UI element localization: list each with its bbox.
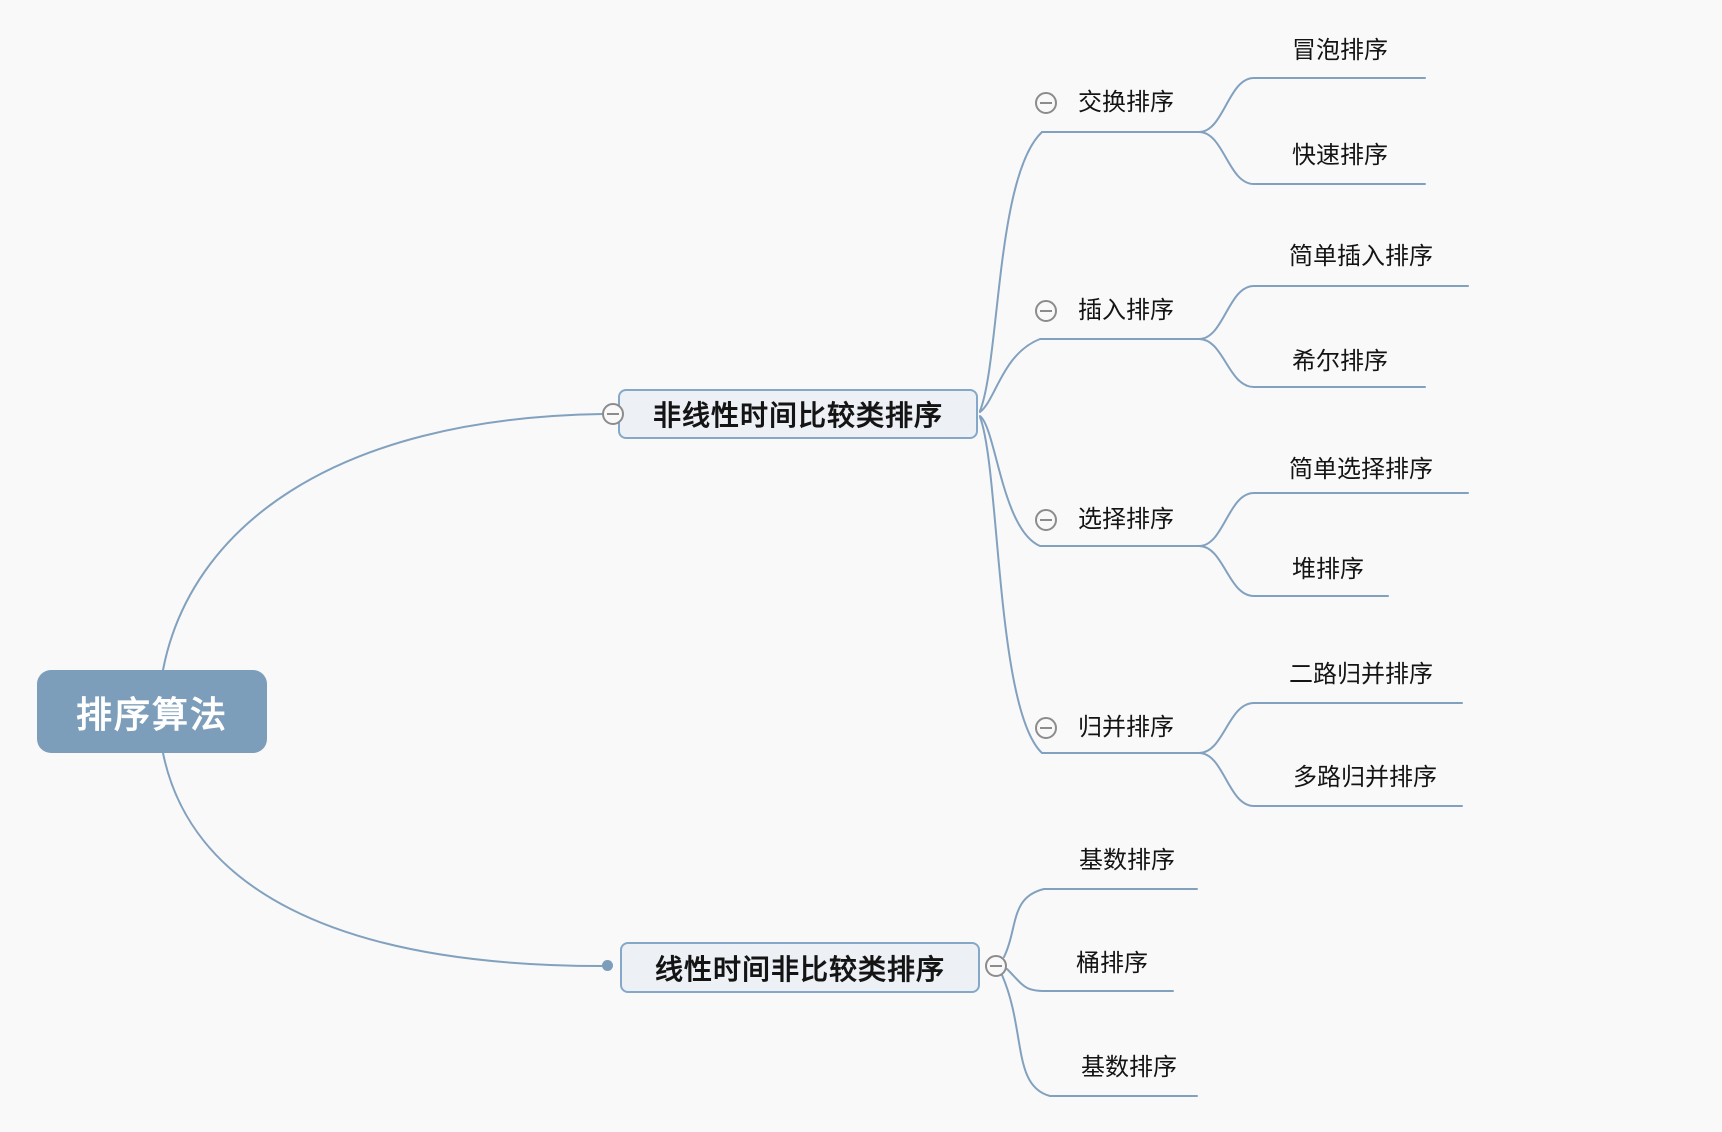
connector-topic-merge [979, 416, 1200, 754]
connector-leaf-heap [1198, 545, 1389, 597]
topic-radix-sort-bottom[interactable]: 基数排序 [1081, 1054, 1177, 1081]
collapse-minus-icon-branch1[interactable] [602, 403, 624, 425]
branch-node-nonlinear-comparison[interactable]: 非线性时间比较类排序 [618, 389, 978, 439]
minus-icon [990, 965, 1002, 967]
minus-icon [607, 413, 619, 415]
leaf-two-way-merge-sort[interactable]: 二路归并排序 [1289, 661, 1433, 688]
minus-icon [1040, 102, 1052, 104]
connector-topic-insert [979, 338, 1200, 413]
connector-topic-bucket [1006, 968, 1174, 992]
connector-leaf-simple-insert [1198, 285, 1469, 340]
topic-bucket-sort[interactable]: 桶排序 [1076, 950, 1148, 977]
topic-select-sort[interactable]: 选择排序 [1078, 506, 1174, 533]
leaf-simple-insert-sort[interactable]: 简单插入排序 [1289, 243, 1433, 270]
connector-leaf-simple-select [1198, 492, 1469, 547]
branch-anchor-dot [602, 960, 613, 971]
connector-leaf-bubble [1198, 77, 1426, 133]
connector-root-branch1 [162, 413, 604, 671]
connector-leaf-shell [1198, 338, 1426, 388]
collapse-minus-icon-select[interactable] [1035, 509, 1057, 531]
minus-icon [1040, 310, 1052, 312]
collapse-minus-icon-merge[interactable] [1035, 717, 1057, 739]
connector-root-branch2 [162, 752, 603, 967]
collapse-minus-icon-branch2[interactable] [985, 955, 1007, 977]
topic-insert-sort[interactable]: 插入排序 [1078, 297, 1174, 324]
connector-leaf-quick [1198, 131, 1426, 185]
connector-topic-radix-top [1003, 888, 1198, 958]
connector-leaf-multi-way-merge [1198, 752, 1463, 807]
leaf-shell-sort[interactable]: 希尔排序 [1292, 348, 1388, 375]
topic-radix-sort-top[interactable]: 基数排序 [1079, 847, 1175, 874]
collapse-minus-icon-insert[interactable] [1035, 300, 1057, 322]
collapse-minus-icon-exchange[interactable] [1035, 92, 1057, 114]
leaf-bubble-sort[interactable]: 冒泡排序 [1292, 37, 1388, 64]
branch-node-linear-noncomparison[interactable]: 线性时间非比较类排序 [620, 942, 980, 993]
leaf-simple-select-sort[interactable]: 简单选择排序 [1289, 456, 1433, 483]
connector-topic-radix-bottom [1001, 974, 1198, 1097]
topic-exchange-sort[interactable]: 交换排序 [1078, 89, 1174, 116]
minus-icon [1040, 519, 1052, 521]
connector-topic-exchange [979, 131, 1200, 412]
leaf-multi-way-merge-sort[interactable]: 多路归并排序 [1293, 764, 1437, 791]
topic-merge-sort[interactable]: 归并排序 [1078, 714, 1174, 741]
minus-icon [1040, 727, 1052, 729]
root-node[interactable]: 排序算法 [37, 670, 267, 753]
connector-leaf-two-way-merge [1198, 702, 1463, 754]
connector-topic-select [979, 415, 1200, 547]
leaf-heap-sort[interactable]: 堆排序 [1292, 556, 1364, 583]
leaf-quick-sort[interactable]: 快速排序 [1292, 142, 1388, 169]
